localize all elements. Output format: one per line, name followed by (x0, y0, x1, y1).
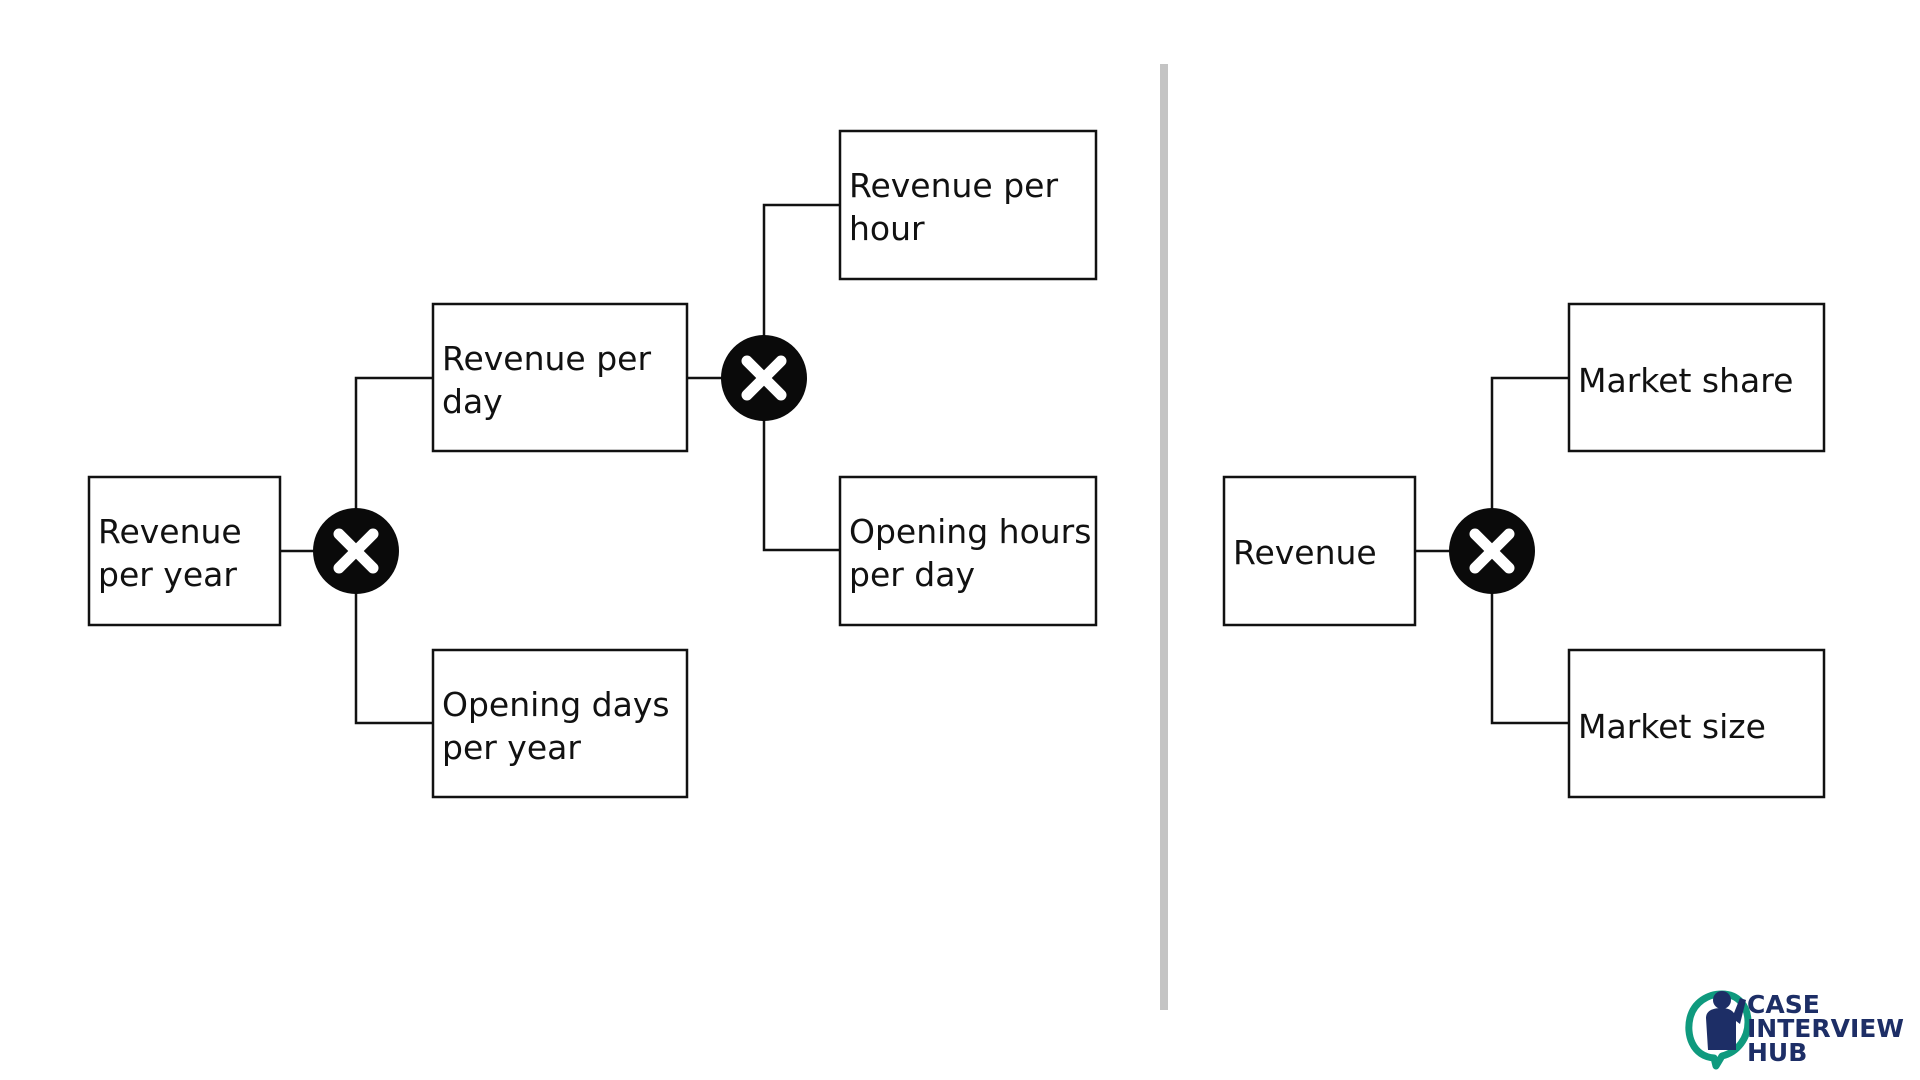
node-label: Market share (1578, 361, 1793, 400)
node-market-size: Market size (1567, 648, 1826, 799)
logo-arm (1732, 998, 1746, 1024)
node-revenue: Revenue (1222, 475, 1417, 627)
node-label-line-1: Opening hours (849, 512, 1091, 551)
node-label-line-1: Revenue per (442, 339, 651, 378)
brand-line-1: CASE (1747, 990, 1820, 1019)
left-tree: Revenue per year Revenue per day Opening… (87, 129, 1102, 799)
brand-logo: CASE INTERVIEW HUB (1685, 990, 1913, 1070)
node-label-line-2: hour (849, 209, 925, 248)
node-label-line-1: Revenue (98, 512, 242, 551)
person-head-logo-icon (1685, 990, 1752, 1070)
node-label-line-1: Market size (1578, 707, 1766, 746)
node-box (1222, 475, 1417, 627)
multiply-x-icon (1449, 508, 1535, 594)
logo-body (1706, 1008, 1736, 1050)
node-label-line-1: Revenue (1233, 533, 1377, 572)
operator-x-stroke-2 (1469, 528, 1515, 574)
node-box (431, 648, 689, 799)
node-box (431, 302, 689, 453)
brand-wordmark: CASE INTERVIEW HUB (1747, 990, 1913, 1067)
node-label: Opening hours per day (849, 512, 1102, 594)
left-tree-connectors (280, 203, 840, 725)
node-label-line-2: per year (98, 555, 237, 594)
node-label: Market size (1578, 707, 1766, 746)
node-label-line-2: per year (442, 728, 581, 767)
logo-head (1713, 991, 1731, 1009)
node-box (87, 475, 282, 627)
node-box (1567, 648, 1826, 799)
multiply-x-icon (313, 508, 399, 594)
node-revenue-per-day: Revenue per day (431, 302, 689, 453)
node-box (838, 475, 1098, 627)
node-market-share: Market share (1567, 302, 1826, 453)
multiply-x-icon (721, 335, 807, 421)
node-opening-hours-per-day: Opening hours per day (838, 475, 1102, 627)
node-label-line-1: Revenue per (849, 166, 1058, 205)
node-box (1567, 302, 1826, 453)
node-label: Opening days per year (442, 685, 680, 767)
node-revenue-per-year: Revenue per year (87, 475, 282, 627)
node-opening-days-per-year: Opening days per year (431, 648, 689, 799)
right-tree: Revenue Market share Market size (1222, 302, 1826, 799)
node-revenue-per-hour: Revenue per hour (838, 129, 1098, 281)
node-box (838, 129, 1098, 281)
node-label: Revenue per day (442, 339, 662, 421)
node-label: Revenue per year (98, 512, 252, 594)
brand-line-2: INTERVIEW (1747, 1014, 1904, 1043)
node-label-line-2: day (442, 382, 503, 421)
node-label: Revenue per hour (849, 166, 1069, 248)
node-label-line-1: Market share (1578, 361, 1793, 400)
brand-line-3: HUB (1747, 1038, 1807, 1067)
node-label-line-2: per day (849, 555, 975, 594)
node-label: Revenue (1233, 533, 1377, 572)
operator-x-stroke-2 (741, 355, 787, 401)
operator-x-stroke-2 (333, 528, 379, 574)
node-label-line-1: Opening days (442, 685, 670, 724)
